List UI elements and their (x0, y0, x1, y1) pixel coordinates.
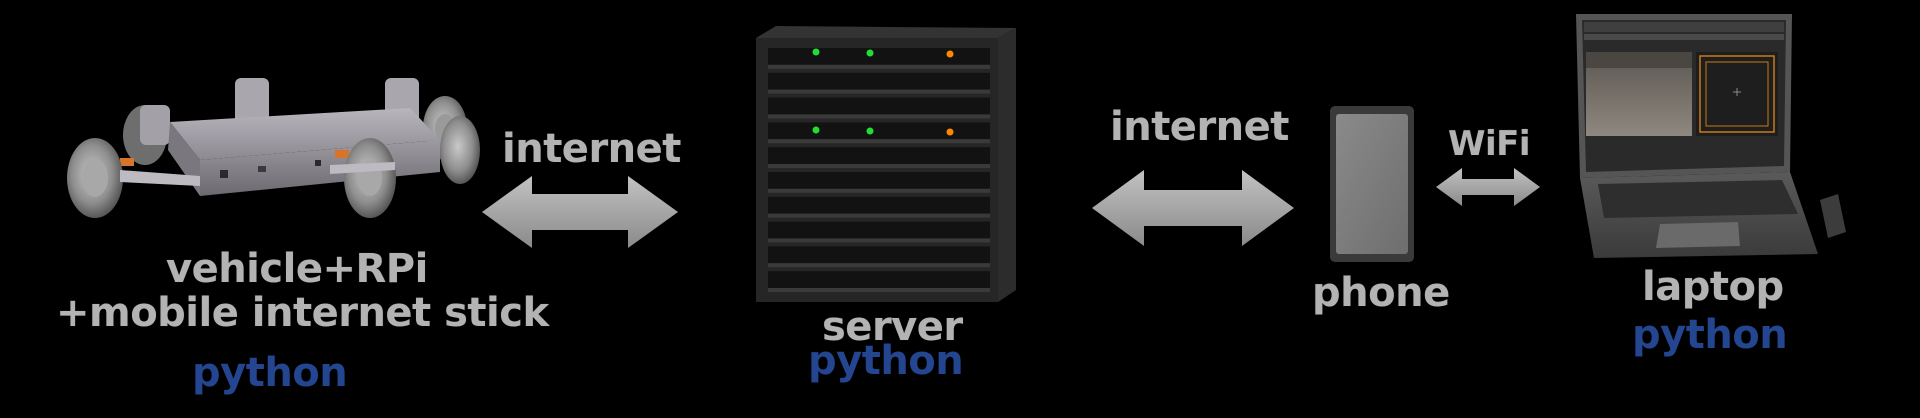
internet-link-label-1: internet (502, 126, 681, 172)
server-shelf (768, 139, 990, 144)
server-slot (768, 172, 990, 189)
server-slot-group (768, 48, 990, 292)
server-shelf (768, 89, 990, 94)
server-slot (768, 147, 990, 164)
server-label: server (822, 304, 963, 350)
server-shelf (768, 263, 990, 268)
vehicle-label: vehicle+RPi (166, 246, 428, 292)
server-shelf (768, 288, 990, 292)
led-green-3 (812, 126, 820, 134)
server-slot (768, 72, 990, 90)
phone-label: phone (1312, 270, 1450, 316)
double-headed-arrow-icon (482, 176, 678, 248)
double-headed-arrow-icon (1436, 168, 1540, 206)
server-shelf (768, 213, 990, 218)
vehicle-sublabel: +mobile internet stick (56, 290, 549, 336)
server-shelf (768, 64, 990, 69)
wifi-link-label: WiFi (1448, 124, 1531, 164)
server-slot (768, 246, 990, 264)
led-orange-2 (946, 128, 954, 136)
server-slot (768, 97, 990, 115)
vehicle-icon (67, 78, 480, 218)
led-orange-1 (946, 50, 954, 58)
server-slot (768, 122, 990, 140)
server-shelf (768, 238, 990, 243)
led-green-4 (866, 127, 874, 135)
server-slot (768, 221, 990, 239)
led-green-1 (812, 48, 820, 56)
internet-link-label-2: internet (1110, 104, 1289, 150)
server-shelf (768, 188, 990, 193)
laptop-language-label: python (1632, 312, 1788, 358)
server-shelf (768, 114, 990, 119)
double-headed-arrow-icon (1092, 170, 1294, 246)
vehicle-language-label: python (192, 350, 348, 396)
server-rack-icon (756, 26, 1016, 302)
server-slot (768, 196, 990, 214)
server-language-label: python (808, 338, 964, 384)
server-slot (768, 271, 990, 288)
usb-stick-icon (1820, 194, 1846, 238)
server-shelf (768, 164, 990, 168)
smartphone-icon (1330, 106, 1414, 262)
laptop-label: laptop (1642, 264, 1784, 310)
server-slot (768, 48, 990, 65)
led-green-2 (866, 49, 874, 57)
laptop-icon (1576, 14, 1846, 258)
